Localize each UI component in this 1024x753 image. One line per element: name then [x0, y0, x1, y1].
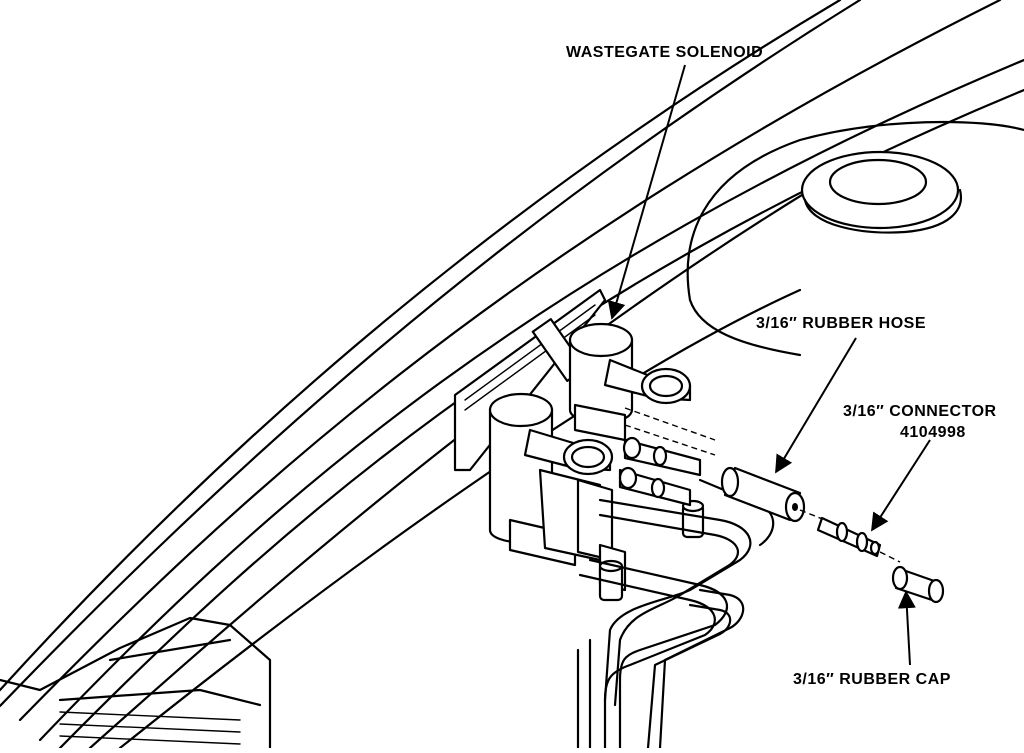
- hose-arrow: [775, 337, 857, 474]
- strut-tower: [686, 120, 1024, 357]
- rubber-hose: [720, 466, 806, 523]
- solenoid-arrow: [607, 64, 686, 320]
- leader-arrows: [607, 64, 931, 666]
- connection-dashline: [799, 509, 831, 523]
- cap-arrow: [897, 590, 916, 666]
- connection-dashline-2: [879, 551, 901, 563]
- wastegate-solenoid: [568, 322, 692, 442]
- label-connector-part-number: 4104998: [900, 424, 966, 441]
- connector-arrow: [871, 439, 931, 532]
- label-connector: 3/16″ CONNECTOR: [843, 403, 997, 420]
- label-rubber-hose: 3/16″ RUBBER HOSE: [756, 315, 926, 332]
- front-solenoid: [488, 392, 614, 567]
- label-wastegate-solenoid: WASTEGATE SOLENOID: [566, 44, 763, 61]
- label-rubber-cap: 3/16″ RUBBER CAP: [793, 671, 951, 688]
- rubber-cap: [891, 565, 945, 604]
- connector: [816, 516, 882, 558]
- fittings: [618, 407, 716, 507]
